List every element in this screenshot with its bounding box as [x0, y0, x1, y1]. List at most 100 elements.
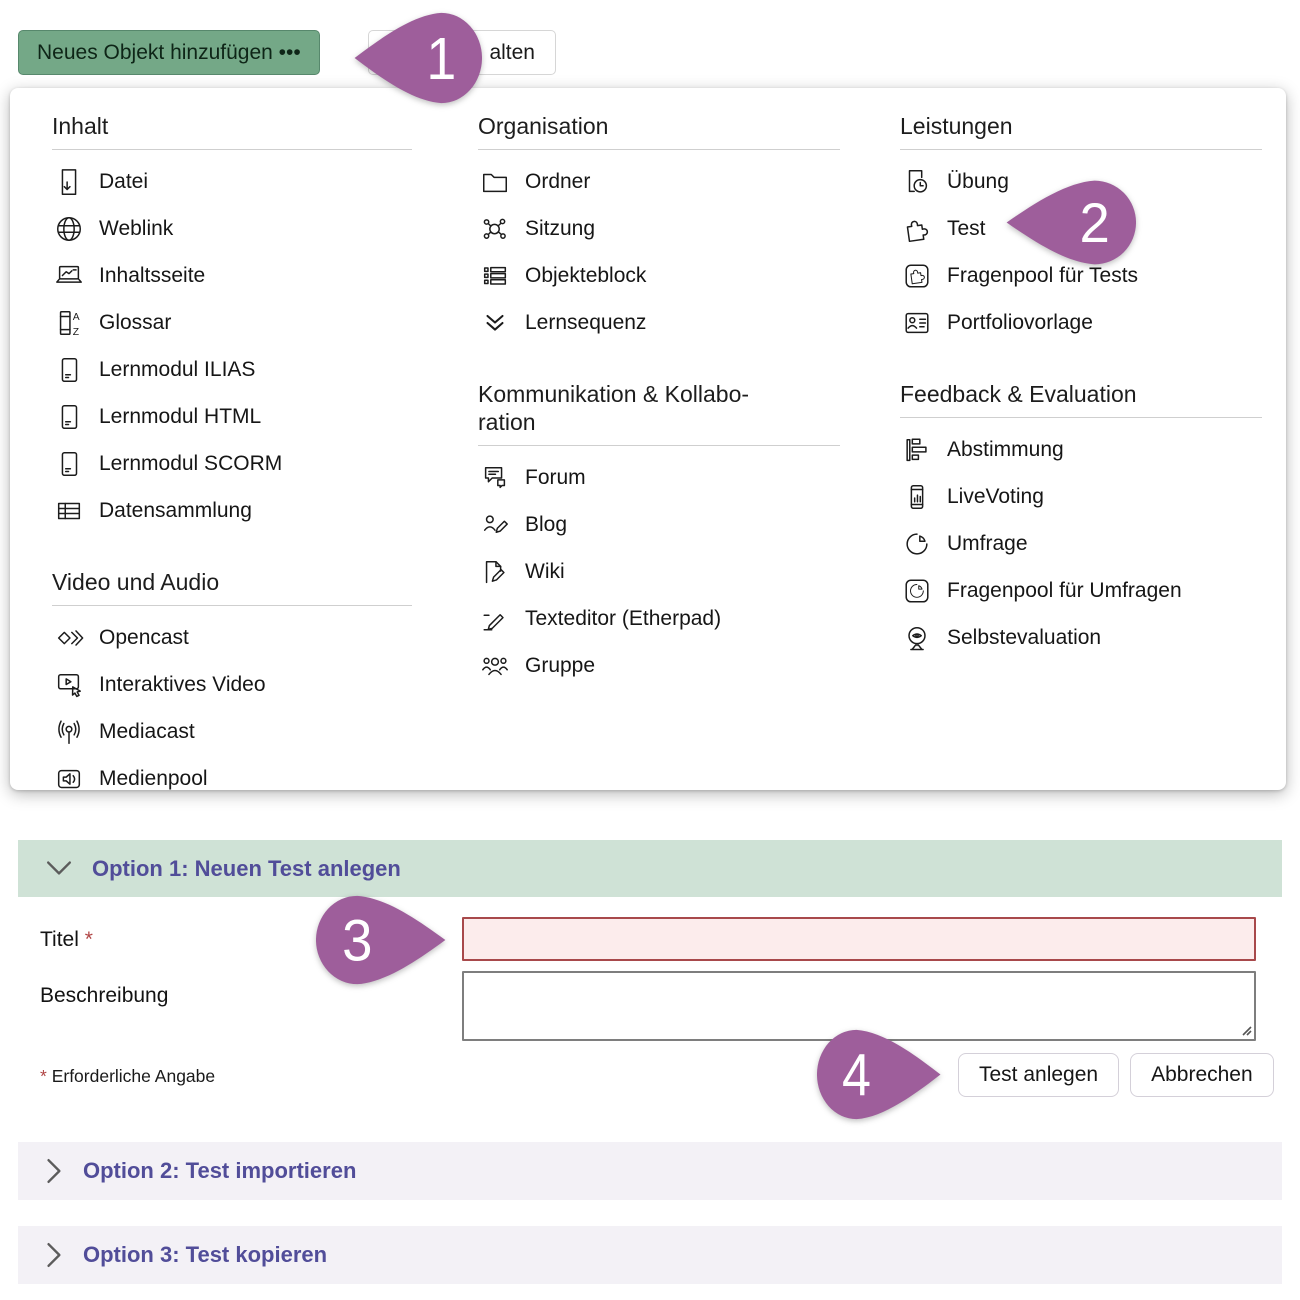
session-icon — [480, 214, 510, 244]
menu-item-label: Fragenpool für Umfragen — [947, 578, 1182, 602]
menu-item-label: Opencast — [99, 625, 189, 649]
weblink-icon — [54, 214, 84, 244]
description-textarea[interactable] — [462, 971, 1256, 1041]
menu-item-mediacast[interactable]: Mediacast — [52, 708, 412, 755]
menu-item-label: Lernmodul HTML — [99, 404, 262, 428]
portfolio-icon — [902, 308, 932, 338]
form-actions: Test anlegen Abbrechen — [958, 1053, 1274, 1097]
folder-icon — [480, 167, 510, 197]
menu-item-selbstevaluation[interactable]: Selbstevaluation — [900, 614, 1262, 661]
menu-item-label: Weblink — [99, 216, 174, 240]
menu-item-label: LiveVoting — [947, 484, 1044, 508]
menu-item-wiki[interactable]: Wiki — [478, 548, 840, 595]
menu-item-ubung[interactable]: Übung — [900, 158, 1262, 205]
menu-item-glossar[interactable]: Glossar — [52, 299, 412, 346]
menu-section-title: Kommunikation & Kollabo- ration — [478, 374, 840, 446]
lm-icon — [54, 355, 84, 385]
contentpage-icon — [54, 261, 84, 291]
menu-item-lernmodul-html[interactable]: Lernmodul HTML — [52, 393, 412, 440]
livevoting-icon — [902, 482, 932, 512]
title-input[interactable] — [462, 917, 1256, 961]
menu-item-label: Lernmodul SCORM — [99, 451, 283, 475]
menu-item-ordner[interactable]: Ordner — [478, 158, 840, 205]
group-icon — [480, 651, 510, 681]
menu-item-livevoting[interactable]: LiveVoting — [900, 473, 1262, 520]
menu-item-sitzung[interactable]: Sitzung — [478, 205, 840, 252]
menu-item-inhaltsseite[interactable]: Inhaltsseite — [52, 252, 412, 299]
accordion-option3-title: Option 3: Test kopieren — [83, 1242, 328, 1267]
menu-item-label: Umfrage — [947, 531, 1028, 555]
datacollection-icon — [54, 496, 84, 526]
resize-handle-icon[interactable] — [1239, 1023, 1252, 1036]
menu-item-abstimmung[interactable]: Abstimmung — [900, 426, 1262, 473]
menu-item-opencast[interactable]: Opencast — [52, 614, 412, 661]
menu-item-gruppe[interactable]: Gruppe — [478, 642, 840, 689]
required-asterisk: * — [84, 928, 93, 951]
accordion-option2-header[interactable]: Option 2: Test importieren — [18, 1142, 1282, 1200]
menu-item-lernmodul-ilias[interactable]: Lernmodul ILIAS — [52, 346, 412, 393]
menu-item-forum[interactable]: Forum — [478, 454, 840, 501]
glossary-icon — [54, 308, 84, 338]
callout-bubble-4: 4 — [816, 1027, 943, 1122]
mediacast-icon — [54, 717, 84, 747]
menu-item-weblink[interactable]: Weblink — [52, 205, 412, 252]
menu-item-label: Übung — [947, 169, 1009, 193]
menu-item-blog[interactable]: Blog — [478, 501, 840, 548]
menu-item-label: Abstimmung — [947, 437, 1064, 461]
menu-item-umfrage[interactable]: Umfrage — [900, 520, 1262, 567]
blog-icon — [480, 510, 510, 540]
accordion-option3-header[interactable]: Option 3: Test kopieren — [18, 1226, 1282, 1284]
menu-item-fragenpool-fur-tests[interactable]: Fragenpool für Tests — [900, 252, 1262, 299]
menu-item-label: Datei — [99, 169, 149, 193]
lm-icon — [54, 449, 84, 479]
lm-icon — [54, 402, 84, 432]
menu-item-label: Selbstevaluation — [947, 625, 1102, 649]
etherpad-icon — [480, 604, 510, 634]
create-test-button[interactable]: Test anlegen — [958, 1053, 1120, 1097]
callout-number: 4 — [842, 1042, 871, 1108]
title-label: Titel * — [40, 928, 93, 951]
menu-item-interaktives-video[interactable]: Interaktives Video — [52, 661, 412, 708]
menu-item-texteditor-etherpad[interactable]: Texteditor (Etherpad) — [478, 595, 840, 642]
menu-item-test[interactable]: Test — [900, 205, 1262, 252]
cancel-button[interactable]: Abbrechen — [1130, 1053, 1274, 1097]
menu-item-label: Gruppe — [525, 653, 596, 677]
menu-item-label: Lernsequenz — [525, 310, 647, 334]
chevron-down-icon — [46, 861, 72, 875]
menu-item-label: Forum — [525, 465, 586, 489]
menu-item-objekteblock[interactable]: Objekteblock — [478, 252, 840, 299]
menu-item-portfoliovorlage[interactable]: Portfoliovorlage — [900, 299, 1262, 346]
menu-item-datei[interactable]: Datei — [52, 158, 412, 205]
menu-section-title: Video und Audio — [52, 562, 412, 606]
accordion-option1-header[interactable]: Option 1: Neuen Test anlegen — [18, 840, 1282, 897]
menu-item-label: Texteditor (Etherpad) — [525, 606, 722, 630]
chevron-right-icon — [47, 1158, 61, 1184]
menu-item-datensammlung[interactable]: Datensammlung — [52, 487, 412, 534]
menu-item-lernmodul-scorm[interactable]: Lernmodul SCORM — [52, 440, 412, 487]
add-new-object-button[interactable]: Neues Objekt hinzufügen ••• — [18, 30, 320, 75]
menu-item-lernsequenz[interactable]: Lernsequenz — [478, 299, 840, 346]
opencast-icon — [54, 623, 84, 653]
menu-section-title: Feedback & Evaluation — [900, 374, 1262, 418]
menu-section-title: Organisation — [478, 106, 840, 150]
secondary-toolbar-button[interactable]: alten — [368, 30, 556, 75]
menu-item-label: Glossar — [99, 310, 172, 334]
menu-item-medienpool[interactable]: Medienpool — [52, 755, 412, 802]
menu-item-label: Inhaltsseite — [99, 263, 206, 287]
sequence-icon — [480, 308, 510, 338]
forum-icon — [480, 463, 510, 493]
menu-item-label: Medienpool — [99, 766, 208, 790]
menu-item-label: Datensammlung — [99, 498, 252, 522]
poll-icon — [902, 435, 932, 465]
menu-item-label: Portfoliovorlage — [947, 310, 1093, 334]
callout-bubble-3: 3 — [315, 893, 448, 987]
menu-item-fragenpool-fur-umfragen[interactable]: Fragenpool für Umfragen — [900, 567, 1262, 614]
test-icon — [902, 214, 932, 244]
